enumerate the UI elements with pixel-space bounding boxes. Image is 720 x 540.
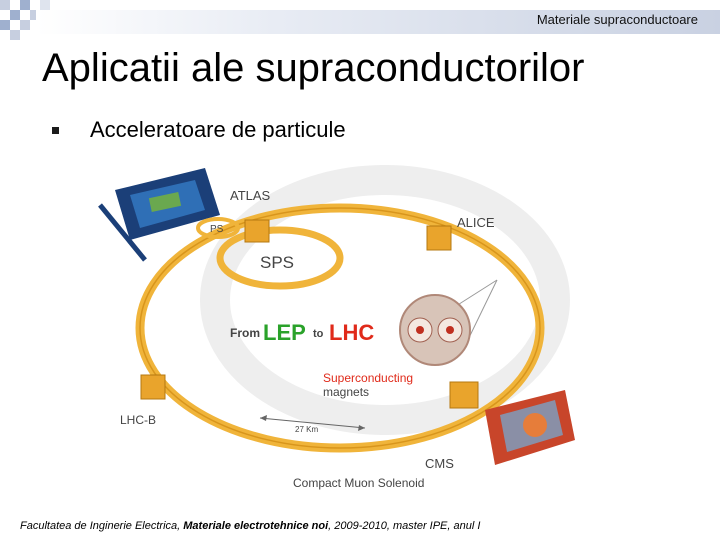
- lep-label: LEP: [263, 320, 306, 345]
- cms-label: CMS: [425, 456, 454, 471]
- slide-title: Aplicatii ale supraconductorilor: [42, 46, 585, 91]
- lhc-diagram: ATLAS PS SPS ALICE LHC-B From LEP to LHC…: [95, 150, 585, 500]
- header-course-label: Materiale supraconductoare: [537, 12, 698, 27]
- distance-label: 27 Km: [295, 425, 318, 434]
- magnets-label-line2: magnets: [323, 385, 369, 399]
- sps-label: SPS: [260, 253, 294, 272]
- ps-label: PS: [210, 224, 224, 235]
- atlas-label: ATLAS: [230, 188, 271, 203]
- bullet-item: Acceleratoare de particule: [90, 117, 346, 143]
- to-label: to: [313, 328, 324, 340]
- footer-details: , 2009-2010, master IPE, anul I: [328, 520, 480, 532]
- lhcb-station: [141, 375, 165, 399]
- magnets-label-line1: Superconducting: [323, 371, 413, 385]
- from-label: From: [230, 326, 260, 340]
- atlas-station: [245, 220, 269, 242]
- cms-station: [450, 382, 478, 408]
- footer: Facultatea de Inginerie Electrica, Mater…: [20, 520, 480, 532]
- footer-course: Materiale electrotehnice noi: [183, 520, 328, 532]
- cms-full-label: Compact Muon Solenoid: [293, 476, 424, 490]
- lhc-label: LHC: [329, 320, 374, 345]
- alice-label: ALICE: [457, 215, 495, 230]
- alice-station: [427, 226, 451, 250]
- magnet-cross-section-image: [400, 295, 470, 365]
- bullet-square-icon: [52, 127, 59, 134]
- lhcb-label: LHC-B: [120, 413, 156, 427]
- footer-faculty: Facultatea de Inginerie Electrica,: [20, 520, 183, 532]
